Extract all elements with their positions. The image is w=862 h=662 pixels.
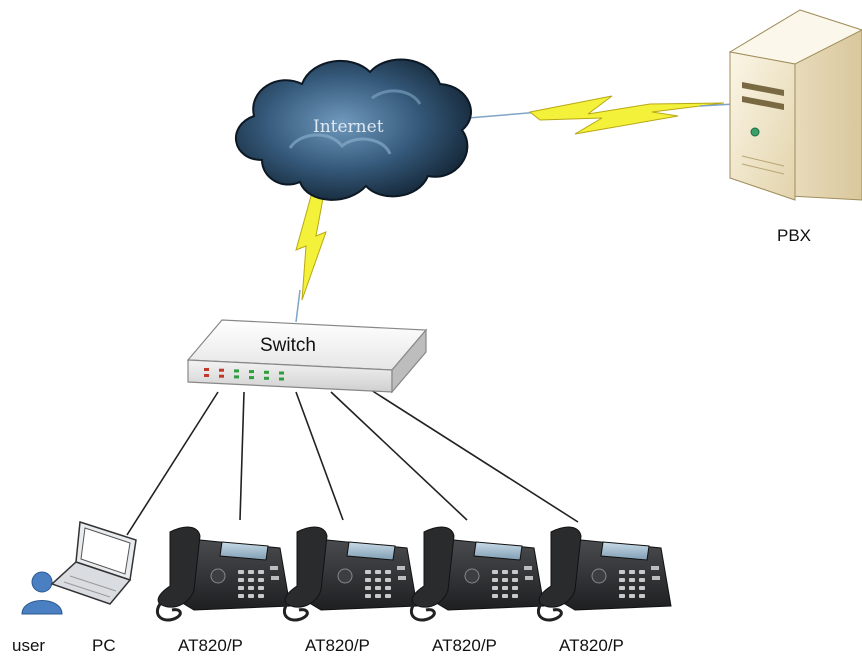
ip-phones bbox=[155, 526, 672, 622]
switch-led bbox=[219, 374, 224, 378]
switch-status-leds bbox=[204, 368, 284, 381]
switch-led bbox=[264, 376, 269, 380]
switch-led bbox=[279, 371, 284, 375]
phone-label-4: AT820/P bbox=[559, 636, 624, 655]
ip-phone-icon bbox=[536, 526, 672, 622]
server-label: PBX bbox=[777, 226, 812, 245]
user-label: user bbox=[12, 636, 46, 655]
switch-led bbox=[279, 377, 284, 381]
ethernet-links bbox=[126, 389, 579, 536]
switch-led bbox=[204, 368, 209, 371]
link-phone-2 bbox=[295, 391, 344, 521]
network-switch-icon: Switch bbox=[186, 319, 428, 394]
ip-phone-icon bbox=[282, 526, 418, 622]
pbx-link bbox=[467, 95, 736, 135]
pc-label: PC bbox=[92, 636, 116, 655]
laptop-pc-icon bbox=[50, 521, 137, 605]
user-icon bbox=[21, 571, 63, 615]
link-phone-1 bbox=[239, 391, 245, 521]
link-phone-4 bbox=[370, 389, 579, 523]
internet-cloud-icon: Internet bbox=[235, 58, 472, 201]
ip-phone-icon bbox=[409, 526, 545, 622]
switch-led bbox=[249, 376, 254, 380]
phone-label-2: AT820/P bbox=[305, 636, 370, 655]
pbx-server-icon bbox=[728, 9, 862, 201]
phone-label-1: AT820/P bbox=[178, 636, 243, 655]
link-pc bbox=[126, 391, 219, 536]
phone-label-3: AT820/P bbox=[432, 636, 497, 655]
switch-led bbox=[204, 374, 209, 377]
link-phone-3 bbox=[330, 391, 468, 521]
switch-led bbox=[219, 368, 224, 372]
internet-label: Internet bbox=[313, 117, 384, 137]
switch-led bbox=[264, 370, 269, 374]
lightning-bolt-pbx bbox=[528, 95, 725, 135]
switch-label: Switch bbox=[260, 335, 316, 356]
switch-led bbox=[234, 369, 239, 373]
switch-led bbox=[234, 375, 239, 379]
ip-phone-icon bbox=[155, 526, 291, 622]
switch-led bbox=[249, 370, 254, 374]
